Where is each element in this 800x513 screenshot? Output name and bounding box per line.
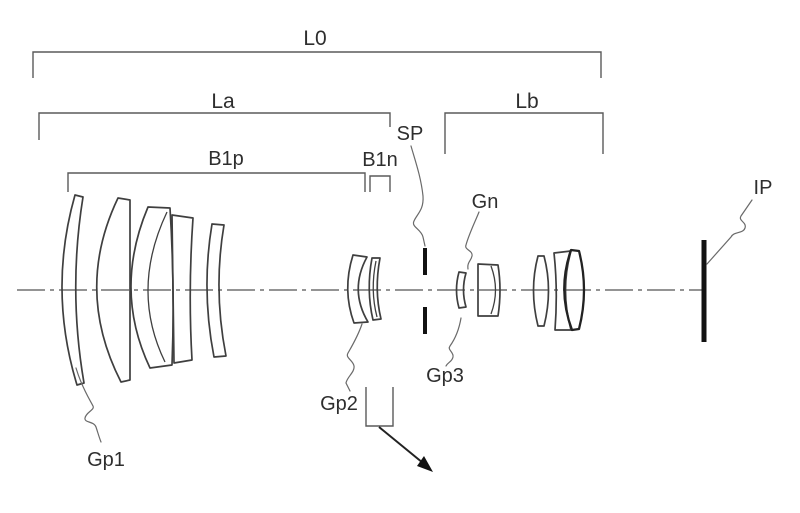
label-SP: SP <box>397 123 424 145</box>
label-L0: L0 <box>303 27 326 50</box>
lens-gp1-element-2 <box>95 197 131 383</box>
label-Gp2: Gp2 <box>320 393 358 415</box>
bracket-La <box>38 112 391 140</box>
label-B1p: B1p <box>208 148 244 170</box>
label-Lb: Lb <box>515 90 538 113</box>
movement-arrow-shaft <box>378 426 424 464</box>
label-B1n: B1n <box>362 149 398 171</box>
bracket-Lb <box>444 112 604 154</box>
lens-gp1-element-5 <box>206 223 227 358</box>
lens-lb-element-3 <box>563 248 586 332</box>
label-Gn: Gn <box>472 191 499 213</box>
lens-gp2-element-2 <box>368 257 382 321</box>
label-IP: IP <box>754 177 773 199</box>
lens-gp1-element-1 <box>61 194 85 386</box>
gp3-leader-line <box>445 317 462 367</box>
image-plane-line <box>701 240 707 342</box>
gp1-leader-line <box>75 367 102 443</box>
lens-gp1-element-4 <box>171 214 194 364</box>
aperture-stop-upper-bar <box>423 248 427 275</box>
bracket-L0 <box>32 51 602 78</box>
movement-arrow-head <box>417 456 433 472</box>
sp-leader-line <box>410 145 426 247</box>
lens-gn-element <box>477 263 501 317</box>
lens-gp1-cemented-surface <box>147 211 168 363</box>
gp2-leader-line <box>345 323 363 392</box>
lens-gn-cemented-surface <box>490 265 497 315</box>
lens-gp3-element <box>455 271 467 309</box>
label-La: La <box>211 90 235 113</box>
bracket-B1p <box>67 172 366 192</box>
bracket-gp2-movement <box>365 387 394 427</box>
gn-leader-line <box>465 211 480 270</box>
bracket-B1n <box>369 175 391 192</box>
lens-gp2-inner-surface <box>372 260 378 318</box>
aperture-stop-lower-bar <box>423 307 427 334</box>
label-Gp1: Gp1 <box>87 449 125 471</box>
lens-lb-element-1 <box>532 255 550 327</box>
lens-gp2-element-1 <box>346 254 369 324</box>
ip-leader-line <box>706 199 753 265</box>
lens-gp1-element-3 <box>130 206 174 369</box>
label-Gp3: Gp3 <box>426 365 464 387</box>
